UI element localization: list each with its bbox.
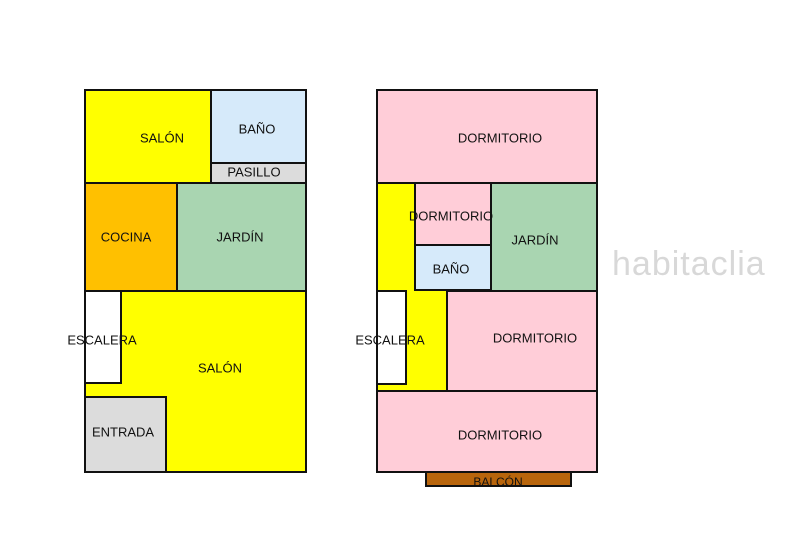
room-jardin (176, 182, 307, 292)
label-jardin: JARDÍN (216, 229, 264, 245)
room-cocina (84, 182, 178, 292)
label-pasillo: PASILLO (227, 164, 281, 180)
room-escalera-upper (376, 290, 407, 385)
room-escalera (84, 290, 122, 384)
label-cocina: COCINA (100, 229, 152, 245)
room-bano (210, 89, 307, 164)
watermark: habitaclia (612, 245, 766, 283)
label-bano: BAÑO (238, 121, 276, 137)
label-dorm-bottom: DORMITORIO (457, 427, 543, 443)
label-dorm-top: DORMITORIO (457, 130, 543, 146)
room-dormitorio-mid (446, 290, 598, 392)
label-jardin-upper: JARDÍN (511, 232, 559, 248)
label-balcon: BALCÓN (473, 475, 523, 489)
label-salon-bottom: SALÓN (197, 360, 243, 376)
label-bano-upper: BAÑO (432, 261, 470, 277)
label-escalera-upper: ESCALERA (355, 332, 425, 348)
room-jardin-upper (490, 182, 598, 292)
room-entrada (84, 396, 167, 473)
label-dorm-mid: DORMITORIO (492, 330, 578, 346)
label-entrada: ENTRADA (91, 424, 155, 440)
room-dormitorio-small (414, 182, 492, 246)
room-dormitorio-bottom (376, 390, 598, 473)
label-dorm-small: DORMITORIO (408, 208, 494, 224)
label-escalera: ESCALERA (67, 332, 137, 348)
label-salon-top: SALÓN (139, 130, 185, 146)
room-salon-top (84, 89, 212, 184)
room-balcon (425, 471, 572, 487)
